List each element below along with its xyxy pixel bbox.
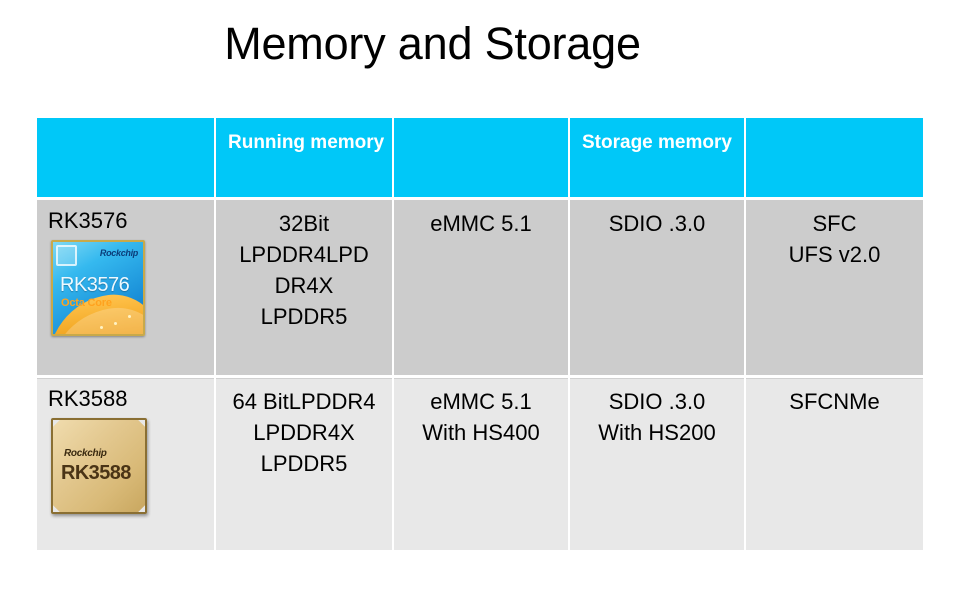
rk3576-chip-icon: Rockchip RK3576 Octa Core — [51, 239, 145, 336]
header-cell-running-memory: Running memory — [215, 118, 394, 200]
header-label-soc — [37, 118, 214, 128]
chip-part-label: RK3588 — [61, 461, 131, 484]
soc-name-label: RK3576 — [48, 207, 128, 233]
storage-memory-value: SDIO .3.0 — [608, 210, 706, 236]
chip-subtitle-label: Octa Core — [61, 296, 112, 309]
table-header-row: Running memory Storage memory — [37, 118, 923, 200]
chip-notch-icon — [56, 244, 77, 266]
cell-running-memory-rk3576: 32Bit LPDDR4LPD DR4X LPDDR5 — [215, 198, 394, 378]
header-label-running-memory: Running memory — [228, 132, 385, 153]
chip-brand-label: Rockchip — [64, 447, 107, 459]
chip-corner-icon — [53, 504, 61, 512]
cell-emmc-rk3588: eMMC 5.1 With HS400 — [393, 376, 570, 550]
cell-soc-rk3576: RK3576 Rockchip RK3576 Octa Core — [37, 198, 216, 378]
header-label-storage-memory: Storage memory — [582, 132, 732, 153]
header-label-emmc — [394, 118, 568, 128]
cell-running-memory-rk3588: 64 BitLPDDR4 LPDDR4X LPDDR5 — [215, 376, 394, 550]
chip-dot-icon — [114, 321, 117, 325]
chip-brand-label: Rockchip — [99, 247, 138, 258]
rk3588-chip-icon: Rockchip RK3588 — [51, 417, 147, 514]
cell-storage-memory-rk3576: SDIO .3.0 — [569, 198, 746, 378]
cell-storage-memory-rk3588: SDIO .3.0 With HS200 — [569, 376, 746, 550]
header-cell-flash — [745, 118, 923, 200]
table-row: RK3576 Rockchip RK3576 Octa Core — [37, 198, 923, 378]
flash-value: SFC UFS v2.0 — [788, 210, 881, 267]
table-row: RK3588 Rockchip RK3588 64 BitLPDDR4 — [37, 376, 923, 550]
memory-storage-table: Running memory Storage memory RK3576 — [37, 118, 923, 550]
page-title: Memory and Storage — [224, 18, 641, 69]
cell-emmc-rk3576: eMMC 5.1 — [393, 198, 570, 378]
header-cell-emmc — [393, 118, 570, 200]
chip-corner-icon — [53, 419, 61, 427]
cell-flash-rk3576: SFC UFS v2.0 — [745, 198, 923, 378]
header-cell-soc — [37, 118, 216, 200]
header-cell-storage-memory: Storage memory — [569, 118, 746, 200]
cell-flash-rk3588: SFCNMe — [745, 376, 923, 550]
chip-part-label: RK3576 — [60, 273, 130, 296]
chip-image-wrapper: Rockchip RK3588 — [37, 412, 214, 514]
header-label-flash — [746, 118, 923, 128]
running-memory-value: 32Bit LPDDR4LPD DR4X LPDDR5 — [239, 210, 369, 329]
running-memory-value: 64 BitLPDDR4 LPDDR4X LPDDR5 — [232, 388, 376, 476]
chip-dot-icon — [128, 314, 131, 318]
chip-corner-icon — [137, 419, 145, 427]
storage-memory-value: SDIO .3.0 With HS200 — [598, 388, 716, 445]
chip-corner-icon — [137, 504, 145, 512]
emmc-value: eMMC 5.1 — [430, 210, 532, 236]
cell-soc-rk3588: RK3588 Rockchip RK3588 — [37, 376, 216, 550]
chip-image-wrapper: Rockchip RK3576 Octa Core — [37, 234, 214, 336]
soc-name-label: RK3588 — [48, 385, 128, 411]
emmc-value: eMMC 5.1 With HS400 — [422, 388, 540, 445]
flash-value: SFCNMe — [789, 388, 880, 414]
chip-dot-icon — [100, 325, 103, 329]
